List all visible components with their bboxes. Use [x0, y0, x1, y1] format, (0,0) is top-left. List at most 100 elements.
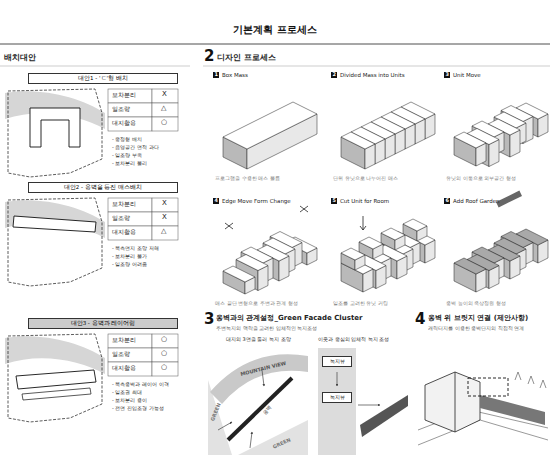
step-caption: 단위 유닛으로 나누어진 매스: [333, 176, 398, 182]
table-cell: [152, 103, 178, 117]
retaining-wall-zone: [5, 200, 105, 238]
table-cell: [108, 212, 152, 226]
cut-arrow: [360, 216, 366, 230]
table-cell: [152, 334, 178, 348]
section-rule: [203, 66, 550, 67]
view-arrow: [218, 422, 232, 430]
move-mark: [225, 206, 308, 229]
step-caption: 유닛의 이동으로 외부공간 형성: [446, 176, 516, 182]
note: - 음영공간 면적 과다: [112, 145, 159, 151]
rating-mark: ○: [161, 336, 167, 344]
rating-mark: ○: [161, 119, 167, 127]
step-number: 2: [331, 72, 337, 78]
note: - 보차분리 용이: [112, 398, 147, 404]
step-number: 4: [213, 198, 219, 204]
table-cell: [108, 117, 152, 131]
iso-face: [223, 102, 317, 149]
table-cell: [152, 89, 178, 103]
green-view-plan: [208, 354, 308, 455]
rating-mark: △: [161, 228, 166, 236]
title-rule: [0, 44, 550, 45]
rating-mark: X: [162, 214, 167, 222]
view-arrow: [358, 405, 380, 406]
note: - 일조량 어려움: [112, 262, 147, 268]
rating-mark: △: [161, 105, 166, 113]
table-cell: [152, 226, 178, 240]
iso-face: [454, 132, 486, 148]
header-box: 대안3 - 옹벽과 레이어링: [28, 318, 178, 329]
iso-face: [381, 228, 405, 240]
section-heading: 옹벽 위 브릿지 연결 (제안사항): [428, 315, 528, 323]
iso-face: [236, 255, 268, 271]
iso-face: [223, 266, 255, 282]
iso-face: [403, 219, 427, 231]
building-footprint: [30, 108, 80, 147]
section-number: 3: [204, 311, 214, 328]
step-number: 6: [444, 198, 450, 204]
section-heading: 배치대안: [4, 54, 36, 63]
iso-face: [341, 248, 365, 260]
note: - 북측옹벽과 레이어 이격: [112, 382, 169, 388]
table-cell: [108, 89, 152, 103]
table-cell: [152, 348, 178, 362]
table-cell: [108, 226, 152, 240]
bridge-sketch: [418, 372, 548, 445]
building-layer: [22, 388, 91, 400]
step-title: Add Roof Garden: [453, 198, 500, 204]
step-title: Divided Mass into Units: [340, 72, 405, 78]
note: - 일조권 최대: [112, 390, 142, 396]
retaining-wall: [360, 395, 408, 437]
page-title: 기본계획 프로세스: [0, 24, 550, 35]
note: - 보차분리 불리: [112, 161, 147, 167]
site-boundary: [8, 334, 102, 422]
step-title: Cut Unit for Room: [340, 198, 389, 204]
view-arrow: [250, 432, 252, 448]
header-box: 녹지뷰: [322, 392, 352, 403]
header-box: 녹지뷰: [322, 356, 352, 367]
mountain-band: [210, 354, 308, 404]
table-cell: [108, 198, 152, 212]
step-title: Unit Move: [453, 72, 481, 78]
site-plan: [5, 334, 178, 422]
table-cell: 대지활용: [112, 229, 136, 235]
section-subtitle: 캐릭터지를 이용한 옹벽단지의 직접적 연계: [428, 326, 524, 332]
section-number: 2: [204, 48, 214, 65]
roof-garden-icon: [496, 191, 522, 208]
illustration-layer: [0, 44, 550, 455]
section-subtitle: 주변녹지의 맥락을 고려한 입체적인 녹지조성: [216, 326, 317, 332]
table-cell: [108, 334, 152, 348]
table-cell: 대지활용: [112, 120, 136, 126]
table-cell: 일조량: [112, 215, 130, 221]
table-cell: [108, 348, 152, 362]
step-title: Edge Move Form Change: [222, 198, 291, 204]
box-text: 녹지뷰: [330, 395, 345, 400]
note: - 보차분리 불가: [112, 254, 147, 260]
header-box: 대안1 - 'ㄷ'형 배치: [28, 73, 178, 84]
iso-box: [341, 248, 365, 270]
rating-mark: X: [162, 91, 167, 99]
step-number: 1: [213, 72, 219, 78]
table-cell: 일조량: [112, 351, 130, 357]
section-heading: 디자인 프로세스: [217, 54, 276, 63]
rating-mark: ○: [161, 350, 167, 358]
step-caption: 옹벽 높이의 옥상정원 형성: [446, 301, 506, 307]
building-bar: [228, 378, 292, 440]
bridge-zone: [468, 378, 508, 396]
box-text: 대안2 - 옹벽을 등진 매스배치: [64, 185, 142, 191]
box-text: 대안1 - 'ㄷ'형 배치: [78, 76, 128, 82]
table-cell: 일조량: [112, 106, 130, 112]
step-caption: 일조를 고려한 유닛 커팅: [333, 301, 388, 307]
table-cell: [108, 362, 152, 376]
retaining-wall: [480, 395, 545, 425]
table-cell: [152, 117, 178, 131]
retaining-wall-zone: [5, 336, 105, 374]
panel-caption: 대지의 3면을 둘러 녹지 조망: [226, 337, 291, 343]
iso-box: [341, 132, 375, 169]
site-boundary: [8, 89, 102, 177]
header-box: 대안2 - 옹벽을 등진 매스배치: [28, 182, 178, 193]
step-number: 5: [331, 198, 337, 204]
note: - 중정형 배치: [112, 137, 142, 143]
box-text: 녹지뷰: [330, 359, 345, 364]
